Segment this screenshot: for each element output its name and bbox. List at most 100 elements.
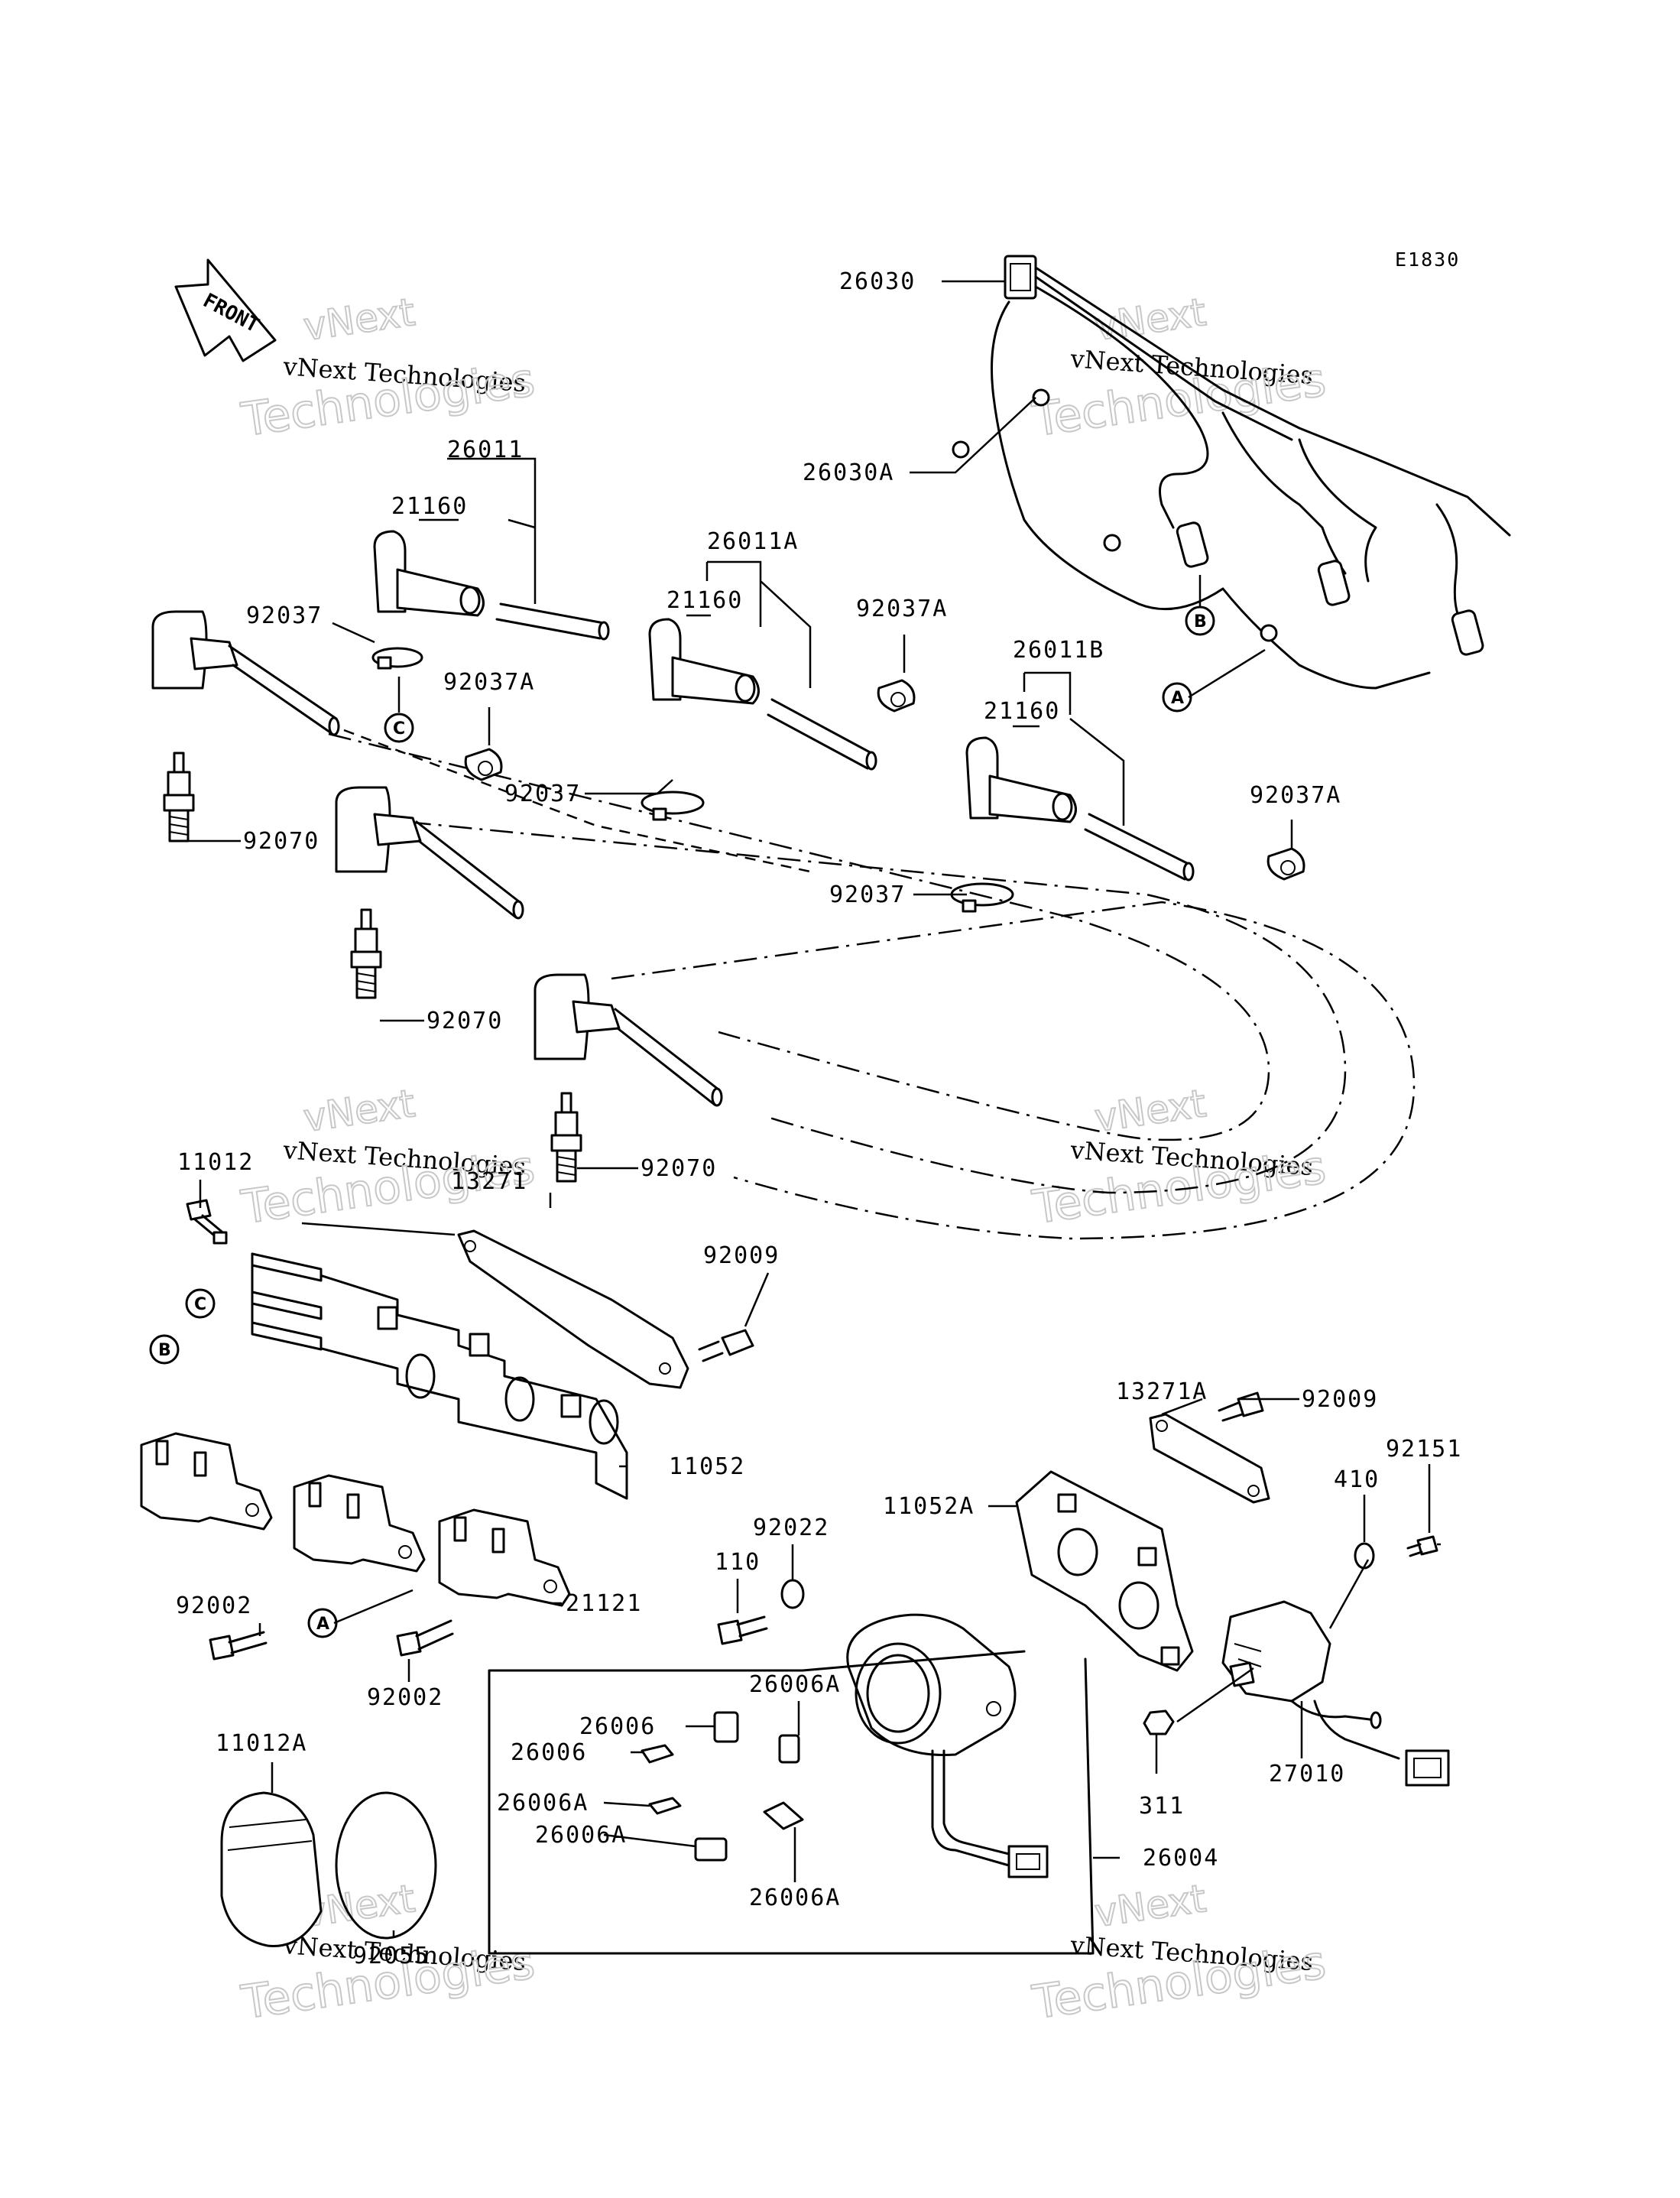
main-harness [952,255,1511,690]
label-13271A: 13271A [1116,1378,1208,1405]
label-92022: 92022 [753,1515,829,1541]
ref-marker-c-2: C [185,1288,216,1319]
clip-92037A-2 [877,679,916,713]
plug-cap-1 [151,610,340,736]
label-26030A: 26030A [803,459,894,486]
washer-410 [1354,1542,1375,1570]
ref-marker-a-2: A [307,1608,338,1638]
label-92070-3: 92070 [641,1155,717,1182]
clip-92037A-1 [464,748,503,781]
fuse-26006-2 [641,1744,674,1764]
cap-21160-1 [373,530,610,641]
label-26011A: 26011A [707,528,799,555]
spark-plug-2 [350,908,382,999]
bracket-11052A [1015,1470,1194,1672]
watermark-top-left: vNext vNext Technologies Technologies [237,289,538,448]
svg-text:B: B [1194,612,1207,631]
label-92002-1: 92002 [176,1592,252,1619]
label-26030: 26030 [839,268,916,295]
watermark-bottom-right: vNext vNext Technologies Technologies [1028,1875,1329,2031]
spark-plug-3 [550,1092,582,1183]
label-11052: 11052 [669,1453,745,1480]
ref-marker-b-2: B [149,1334,180,1365]
label-26006A-1: 26006A [749,1671,841,1698]
label-92037-2: 92037 [504,781,581,807]
label-11012: 11012 [177,1149,254,1176]
bolt-11012 [186,1199,228,1245]
cap-21160-2 [648,618,877,771]
ignition-coil-2 [293,1474,426,1573]
fuse-26006A-4 [763,1801,804,1830]
label-92037A-3: 92037A [1250,782,1341,809]
clamp-92037-3 [950,882,1014,913]
fuse-26006A-2 [648,1797,682,1815]
bolt-92009-2 [1218,1391,1264,1422]
svg-text:vNext: vNext [1092,1876,1209,1936]
plate-13271A [1149,1413,1270,1504]
svg-text:C: C [194,1295,206,1314]
label-410: 410 [1334,1466,1380,1493]
label-26006A-4: 26006A [749,1885,841,1911]
svg-text:C: C [393,719,405,739]
screw-92151 [1406,1535,1438,1557]
bolt-92009-1 [698,1329,754,1362]
bracket-11052 [251,1252,628,1500]
ignition-coil-1 [140,1432,273,1531]
leader-lines [179,280,1441,1938]
label-92009-1: 92009 [703,1242,780,1269]
watermark-mid-left: vNext vNext Technologies Technologies [237,1080,538,1235]
cap-11012A [220,1791,323,1947]
label-21160-3: 21160 [984,698,1060,725]
label-92037A-1: 92037A [856,596,948,622]
svg-text:vNext: vNext [1092,290,1209,349]
label-92070-2: 92070 [426,1008,503,1034]
label-26011: 26011 [447,437,524,463]
label-11012A: 11012A [216,1730,307,1757]
label-311: 311 [1139,1793,1185,1820]
label-26006A-2: 26006A [497,1790,589,1817]
plug-cap-2 [335,786,524,920]
label-92002-2: 92002 [367,1684,443,1711]
svg-text:vNext: vNext [1092,1081,1209,1141]
label-26011B: 26011B [1013,637,1104,664]
clamp-92037-1 [371,647,423,670]
label-92037-1: 92037 [246,602,323,629]
clamp-92037-2 [641,791,705,821]
ignition-coil-3 [438,1508,571,1607]
label-11052A: 11052A [883,1493,975,1520]
plug-cap-3 [534,973,723,1107]
label-21160-1: 21160 [391,493,468,520]
spark-plug-1 [163,752,195,843]
plate-13271 [457,1229,689,1389]
label-26006-1: 26006 [579,1713,656,1740]
label-26004: 26004 [1143,1845,1219,1872]
label-27010: 27010 [1269,1761,1345,1787]
clip-92037A-3 [1266,847,1305,881]
bolt-110 [717,1615,768,1645]
ref-marker-a-1: A [1162,682,1192,713]
label-21121: 21121 [566,1590,642,1617]
label-26006A-3: 26006A [535,1822,627,1849]
part-labels: 26030 26030A 26011 21160 26011A 21160 92… [176,268,1462,1969]
label-13271: 13271 [451,1168,527,1195]
diagram-code: E1830 [1395,248,1460,271]
label-21160-2: 21160 [666,587,743,614]
label-92151: 92151 [1386,1436,1462,1463]
label-26006-2: 26006 [511,1739,587,1766]
starter-relay-27010 [1221,1600,1450,1787]
bolt-92002-1 [209,1631,268,1661]
ref-marker-b-1: B [1185,606,1215,636]
o-ring-92055 [335,1791,437,1940]
label-92037-3: 92037 [829,881,906,908]
svg-text:vNext: vNext [301,1081,418,1141]
label-110: 110 [715,1549,761,1576]
fuse-26006A-1 [778,1734,800,1764]
watermark-top-right: vNext vNext Technologies Technologies [1028,289,1329,448]
cap-21160-3 [965,736,1195,881]
bolt-92002-2 [396,1619,454,1657]
label-92037A-2: 92037A [443,669,535,696]
front-arrow-icon: FRONT [174,258,277,362]
watermark-mid-right: vNext vNext Technologies Technologies [1028,1080,1329,1235]
washer-92022 [780,1579,805,1609]
